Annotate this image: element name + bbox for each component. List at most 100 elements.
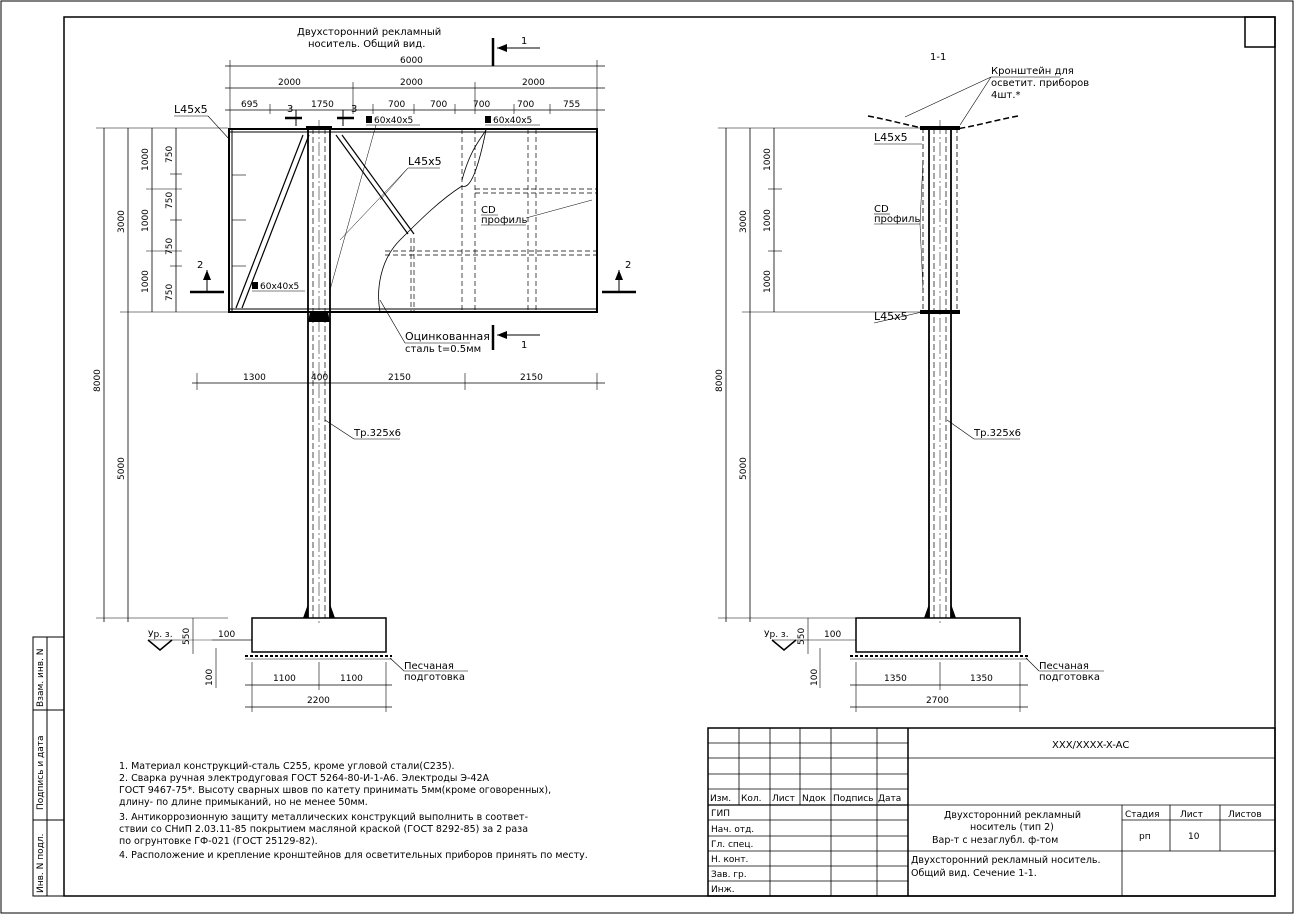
foundation-front: Ур. з. bbox=[147, 617, 392, 660]
dim-750-a: 750 bbox=[165, 146, 175, 163]
front-bottom-dimensions: 1300 400 2150 2150 bbox=[192, 373, 605, 390]
left-stamp: Взам. инв. N Подпись и дата Инв. N подл. bbox=[32, 636, 65, 897]
side-dim-pole-height: 5000 bbox=[739, 457, 749, 480]
ground-level-label-front: Ур. з. bbox=[148, 630, 173, 640]
side-dim-foundation-2700: 2700 bbox=[926, 696, 949, 706]
note-line-8: 4. Расположение и крепление кронштейнов … bbox=[119, 850, 588, 861]
dim-2000-b: 2000 bbox=[400, 78, 423, 88]
sand-label-side-1: Песчаная bbox=[1039, 661, 1089, 672]
section-mark-3-left: 3 bbox=[287, 104, 293, 115]
sand-label-front-1: Песчаная bbox=[404, 661, 454, 672]
col-kol: Кол. bbox=[741, 794, 762, 804]
role-nach-otd: Нач. отд. bbox=[711, 825, 754, 835]
note-line-3: ГОСТ 9467-75*. Высоту сварных швов по ка… bbox=[119, 785, 551, 796]
section-mark-2-right: 2 bbox=[625, 260, 631, 271]
side-dim-foundation-550: 550 bbox=[797, 628, 807, 645]
note-line-5: 3. Антикоррозионную защиту металлических… bbox=[119, 812, 528, 823]
note-line-6: ствии со СНиП 2.03.11-85 покрытием масля… bbox=[119, 824, 528, 835]
side-cd-profile-label-2: профиль bbox=[874, 214, 920, 225]
note-line-4: длину- по длине примыканий, но не менее … bbox=[119, 797, 368, 808]
foundation-side-dimensions: 550 100 100 1350 1350 2700 bbox=[797, 618, 1028, 712]
dim-750-b: 750 bbox=[165, 192, 175, 209]
description-line-3: Вар-т с незаглубл. ф-том bbox=[932, 835, 1058, 846]
dim-700-c: 700 bbox=[473, 100, 490, 110]
front-view-title-line2: носитель. Общий вид. bbox=[308, 39, 425, 50]
col-data: Дата bbox=[878, 794, 901, 804]
side-left-dimensions: 3000 1000 1000 1000 8000 5000 bbox=[715, 127, 925, 622]
stamp-replace-label: Взам. инв. N bbox=[36, 649, 46, 707]
sheets-header: Листов bbox=[1228, 810, 1262, 820]
col-list: Лист bbox=[772, 794, 795, 804]
dim-700-d: 700 bbox=[517, 100, 534, 110]
dim-2150-b: 2150 bbox=[520, 373, 543, 383]
role-n-kont: Н. конт. bbox=[711, 855, 748, 865]
galvanized-sheet-label-2: сталь t=0.5мм bbox=[405, 344, 481, 355]
bracket-label-1: Кронштейн для bbox=[991, 66, 1074, 77]
dim-panel-height: 3000 bbox=[117, 210, 127, 233]
plate-label-1: 60x40x5 bbox=[374, 116, 413, 126]
dim-400: 400 bbox=[311, 373, 328, 383]
drawing-name-line-1: Двухсторонний рекламный носитель. bbox=[911, 855, 1101, 866]
note-line-1: 1. Материал конструкций-сталь С255, кром… bbox=[119, 761, 455, 772]
front-top-dimensions: 6000 2000 2000 2000 695 1750 700 700 700… bbox=[225, 56, 605, 128]
dim-1000-a: 1000 bbox=[141, 148, 151, 171]
sand-label-side-2: подготовка bbox=[1039, 672, 1100, 683]
plate-label-2: 60x40x5 bbox=[493, 116, 532, 126]
cd-profile-label-1: CD bbox=[481, 205, 496, 216]
dim-foundation-550: 550 bbox=[182, 628, 192, 645]
pipe-label-side: Тр.325x6 bbox=[973, 428, 1021, 439]
note-line-7: по огрунтовке ГФ-021 (ГОСТ 25129-82). bbox=[119, 836, 318, 847]
side-dim-1000-b: 1000 bbox=[763, 209, 773, 232]
dim-700-a: 700 bbox=[388, 100, 405, 110]
dim-1300: 1300 bbox=[243, 373, 266, 383]
bracket-label-2: осветит. приборов bbox=[991, 78, 1089, 89]
sheet-corner-box bbox=[1244, 16, 1276, 48]
revision-headers: Изм. Кол. Лист Nдок Подпись Дата bbox=[710, 794, 901, 804]
section-mark-1-bottom: 1 bbox=[521, 340, 527, 351]
role-labels: ГИП Нач. отд. Гл. спец. Н. конт. Зав. гр… bbox=[711, 809, 754, 895]
plate-label-3: 60x40x5 bbox=[260, 282, 299, 292]
role-inzh: Инж. bbox=[711, 885, 735, 895]
note-line-2: 2. Сварка ручная электродуговая ГОСТ 526… bbox=[119, 773, 490, 784]
dim-1750: 1750 bbox=[311, 100, 334, 110]
galvanized-sheet-label-1: Оцинкованная bbox=[405, 330, 490, 343]
side-dim-foundation-100-h: 100 bbox=[824, 630, 841, 640]
drawing-name-line-2: Общий вид. Сечение 1-1. bbox=[911, 868, 1037, 879]
description-line-2: носитель (тип 2) bbox=[970, 822, 1054, 833]
col-izm: Изм. bbox=[710, 794, 731, 804]
front-labels: L45x5 60x40x5 60x40x5 L45x5 60x40x5 CD п… bbox=[174, 103, 593, 440]
dim-2000-c: 2000 bbox=[522, 78, 545, 88]
stage-header: Стадия bbox=[1125, 810, 1160, 820]
stage-value: рп bbox=[1139, 832, 1151, 842]
dim-1000-c: 1000 bbox=[141, 270, 151, 293]
side-dim-1000-a: 1000 bbox=[763, 148, 773, 171]
side-view: 1-1 Кронштейн для осветит. приборов 4шт.… bbox=[715, 52, 1104, 712]
dim-total-width: 6000 bbox=[400, 56, 423, 66]
front-view: Двухсторонний рекламный носитель. Общий … bbox=[93, 27, 636, 712]
pole-side bbox=[920, 120, 960, 625]
dim-foundation-2200: 2200 bbox=[307, 696, 330, 706]
side-dim-1000-c: 1000 bbox=[763, 270, 773, 293]
dim-foundation-100-h: 100 bbox=[218, 630, 235, 640]
section-mark-1-top: 1 bbox=[521, 36, 527, 47]
angle-label-mid: L45x5 bbox=[408, 155, 442, 168]
ground-level-label-side: Ур. з. bbox=[764, 630, 789, 640]
side-dim-foundation-100-v: 100 bbox=[810, 669, 820, 686]
angle-label-top: L45x5 bbox=[174, 103, 208, 116]
side-angle-label-bottom: L45x5 bbox=[874, 310, 908, 323]
pipe-label-front: Тр.325x6 bbox=[353, 428, 401, 439]
dim-foundation-1100-a: 1100 bbox=[273, 674, 296, 684]
stamp-inventory-label: Инв. N подл. bbox=[36, 834, 46, 893]
dim-2000-a: 2000 bbox=[278, 78, 301, 88]
dim-1000-b: 1000 bbox=[141, 209, 151, 232]
dim-total-height: 8000 bbox=[93, 369, 103, 392]
role-zav-gr: Зав. гр. bbox=[711, 870, 747, 880]
dim-2150-a: 2150 bbox=[388, 373, 411, 383]
section-mark-2-left: 2 bbox=[197, 260, 203, 271]
side-dim-foundation-1350-b: 1350 bbox=[970, 674, 993, 684]
sheet-value: 10 bbox=[1188, 832, 1200, 842]
dim-695: 695 bbox=[241, 100, 258, 110]
role-gip: ГИП bbox=[711, 809, 730, 819]
sheet-inner-frame bbox=[63, 16, 1276, 897]
side-cd-profile-label-1: CD bbox=[874, 204, 889, 215]
